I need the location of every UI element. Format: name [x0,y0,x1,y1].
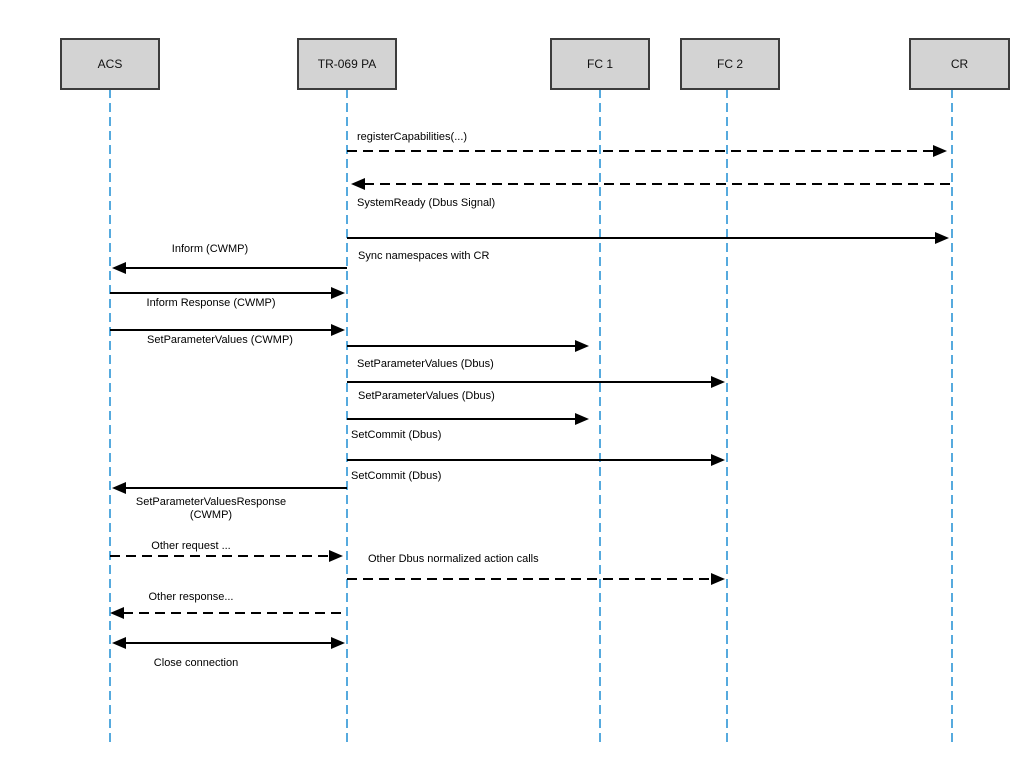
message-label: Close connection [153,657,239,669]
lifeline-fc1 [599,89,601,742]
message-line [347,418,575,420]
actor-label-cr: CR [950,57,969,71]
message-label: SetCommit (Dbus) [351,470,442,482]
actor-box-cr: CR [909,38,1010,90]
arrowhead-left-icon [112,262,126,274]
actor-box-fc1: FC 1 [550,38,650,90]
message-label: Other request ... [151,540,231,552]
lifeline-acs [109,89,111,742]
message-line [347,150,937,152]
message-label: Inform Response (CWMP) [146,297,276,309]
arrowhead-right-icon [331,324,345,336]
message-line [110,555,329,557]
lifeline-fc2 [726,89,728,742]
message-line [347,578,711,580]
message-line [125,487,347,489]
actor-label-tr069pa: TR-069 PA [317,57,377,71]
actor-box-tr069pa: TR-069 PA [297,38,397,90]
message-label: registerCapabilities(...) [357,131,468,143]
message-line [110,329,331,331]
message-line [125,267,347,269]
arrowhead-right-icon [711,376,725,388]
arrowhead-right-icon [575,413,589,425]
arrowhead-right-icon [575,340,589,352]
arrowhead-right-icon [711,573,725,585]
actor-label-fc2: FC 2 [716,57,743,71]
message-label: SetCommit (Dbus) [351,429,442,441]
message-line [347,345,575,347]
arrowhead-right-icon [331,637,345,649]
lifeline-cr [951,89,953,742]
message-line [364,183,953,185]
message-line [347,459,711,461]
message-label: SystemReady (Dbus Signal) [357,197,496,209]
actor-box-acs: ACS [60,38,160,90]
message-label: Other response... [148,591,234,603]
arrowhead-right-icon [711,454,725,466]
message-line [347,237,935,239]
arrowhead-right-icon [329,550,343,562]
message-line [347,381,711,383]
message-label: SetParameterValues (Dbus) [357,358,494,370]
message-label: Sync namespaces with CR [358,250,490,262]
arrowhead-right-icon [331,287,345,299]
actor-label-acs: ACS [97,57,123,71]
message-line [110,292,331,294]
arrowhead-left-icon [112,637,126,649]
message-line [125,642,335,644]
message-label: SetParameterValuesResponse (CWMP) [135,496,287,521]
message-label: Other Dbus normalized action calls [368,553,539,565]
arrowhead-right-icon [935,232,949,244]
actor-label-fc1: FC 1 [586,57,613,71]
message-line [123,612,345,614]
actor-box-fc2: FC 2 [680,38,780,90]
lifeline-tr069pa [346,89,348,742]
arrowhead-right-icon [933,145,947,157]
message-label: SetParameterValues (CWMP) [147,334,293,346]
message-label: Inform (CWMP) [171,243,249,255]
arrowhead-left-icon [112,482,126,494]
arrowhead-left-icon [351,178,365,190]
message-label: SetParameterValues (Dbus) [358,390,495,402]
arrowhead-left-icon [110,607,124,619]
